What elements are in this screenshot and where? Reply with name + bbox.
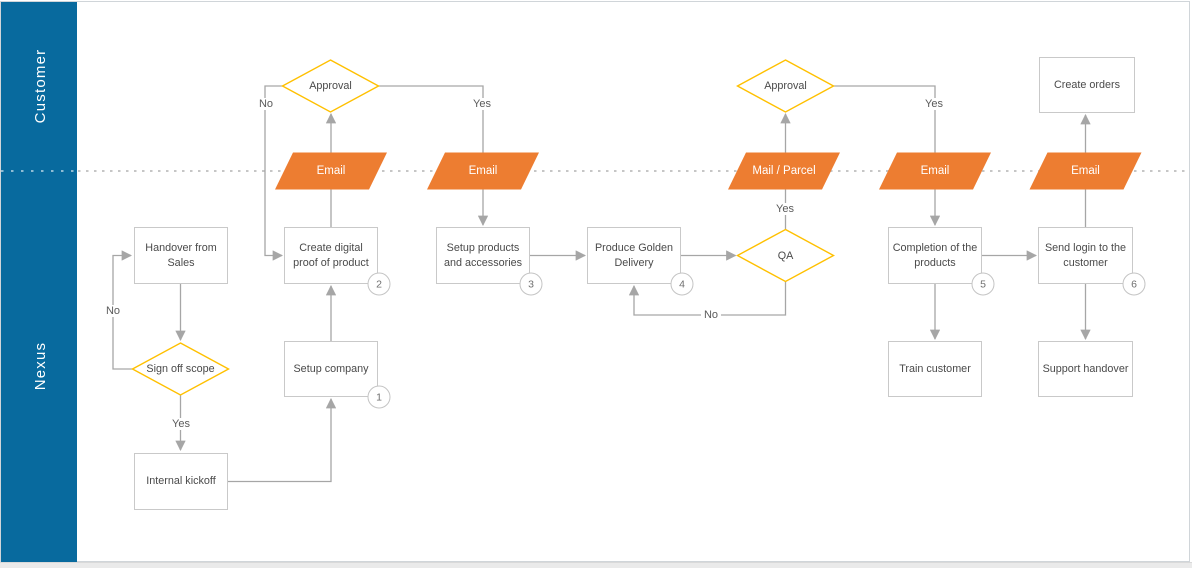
decision-qa-shape [736, 228, 835, 283]
step-badge-1: 1 [367, 385, 391, 409]
edge-label-qa-no: No [700, 309, 722, 321]
interface-email3-shape [879, 152, 991, 190]
process-completion-of-products: Completion of the products [888, 227, 982, 284]
process-internal-kickoff: Internal kickoff [134, 453, 228, 510]
process-produce-golden-delivery: Produce Golden Delivery [587, 227, 681, 284]
interface-email2-shape [427, 152, 539, 190]
process-handover-from-sales: Handover from Sales [134, 227, 228, 284]
process-setup-products: Setup products and accessories [436, 227, 530, 284]
process-send-login: Send login to the customer [1038, 227, 1133, 284]
edge-label-approval1-yes: Yes [470, 98, 494, 110]
connector-kickoff-to-setup-company [228, 397, 337, 483]
edge-label-qa-yes: Yes [773, 203, 797, 215]
process-create-digital-proof: Create digital proof of product [284, 227, 378, 284]
step-badge-2: 2 [367, 272, 391, 296]
decision-approval1-shape [281, 59, 380, 113]
interface-email1-shape [275, 152, 387, 190]
canvas-margin [0, 562, 1192, 568]
lane-divider-segment [1, 170, 78, 172]
process-setup-company: Setup company [284, 341, 378, 397]
edge-label-approval1-no: No [255, 98, 277, 110]
step-badge-5: 5 [971, 272, 995, 296]
decision-signoff-shape [131, 342, 230, 396]
edge-label-signoff-no: No [102, 305, 124, 317]
process-support-handover: Support handover [1038, 341, 1133, 397]
decision-approval2-shape [736, 59, 835, 113]
process-create-orders: Create orders [1039, 57, 1135, 113]
connector-approval1-no-to-create-proof [264, 85, 284, 261]
step-badge-6: 6 [1122, 272, 1146, 296]
edge-label-approval2-yes: Yes [922, 98, 946, 110]
interface-mail-parcel-shape [728, 152, 840, 190]
step-badge-4: 4 [670, 272, 694, 296]
interface-email4-shape [1029, 152, 1142, 190]
lane-divider [78, 170, 1190, 172]
edge-label-signoff-yes: Yes [169, 418, 193, 430]
process-train-customer: Train customer [888, 341, 982, 397]
swimlane-header-bar [1, 2, 77, 562]
step-badge-3: 3 [519, 272, 543, 296]
